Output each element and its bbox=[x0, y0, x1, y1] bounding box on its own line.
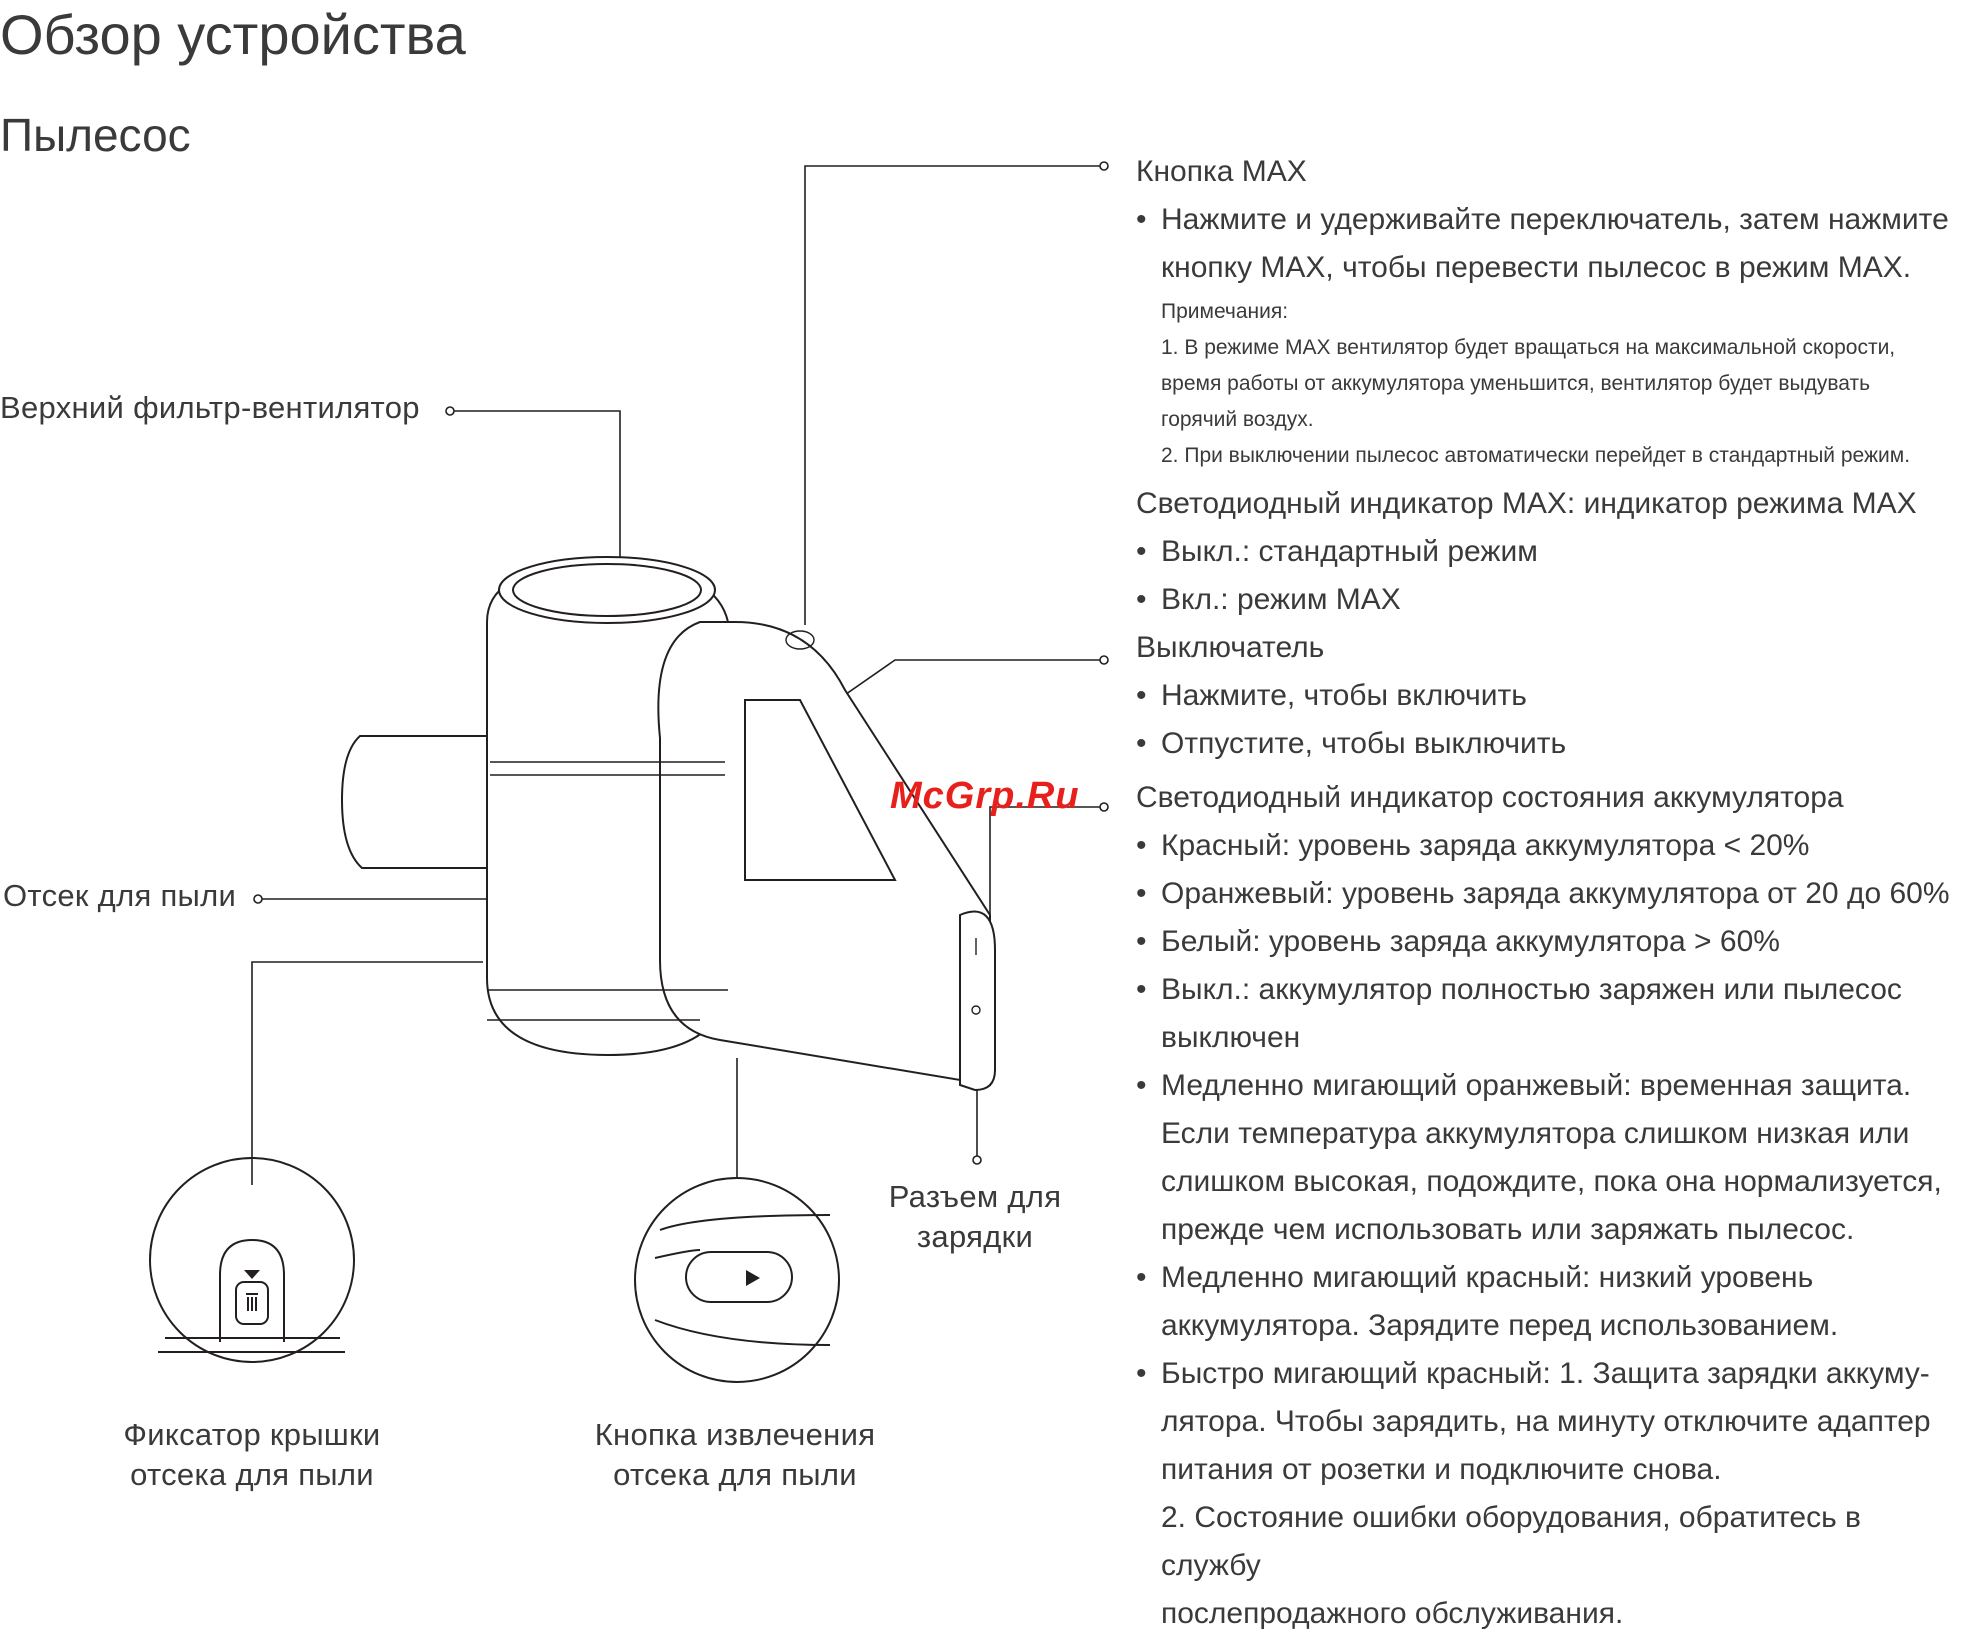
battery-led-title: Светодиодный индикатор состояния аккумул… bbox=[1136, 781, 1844, 814]
bullet-icon: • bbox=[1136, 829, 1147, 862]
bullet-icon: • bbox=[1136, 535, 1147, 568]
bullet-icon: • bbox=[1136, 727, 1147, 760]
section-subtitle: Пылесос bbox=[0, 109, 191, 161]
bullet-icon: • bbox=[1136, 1357, 1147, 1390]
list-item: • Нажмите и удерживайте переключатель, з… bbox=[1136, 196, 1964, 292]
bullet-icon: • bbox=[1136, 203, 1147, 236]
description-panel: Кнопка MAX • Нажмите и удерживайте перек… bbox=[1136, 148, 1964, 1638]
dust-bin-label: Отсек для пыли bbox=[3, 878, 237, 913]
max-button-title: Кнопка MAX bbox=[1136, 155, 1307, 188]
bullet-icon: • bbox=[1136, 973, 1147, 1006]
list-item: • Белый: уровень заряда аккумулятора > 6… bbox=[1136, 918, 1964, 966]
watermark: McGrp.Ru bbox=[890, 775, 1080, 817]
list-item: • Нажмите, чтобы включить bbox=[1136, 672, 1964, 720]
bullet-icon: • bbox=[1136, 679, 1147, 712]
note-2: 2. При выключении пылесос автоматически … bbox=[1161, 444, 1911, 467]
list-item: • Выкл.: аккумулятор полностью заряжен и… bbox=[1136, 966, 1964, 1062]
switch-title: Выключатель bbox=[1136, 631, 1325, 664]
vacuum-illustration bbox=[149, 161, 1109, 1383]
bullet-icon: • bbox=[1136, 925, 1147, 958]
list-item: • Быстро мигающий красный: 1. Защита зар… bbox=[1136, 1350, 1964, 1638]
bullet-icon: • bbox=[1136, 583, 1147, 616]
charging-port-label: Разъем для зарядки bbox=[888, 1179, 1062, 1254]
list-item: • Выкл.: стандартный режим bbox=[1136, 528, 1964, 576]
bin-latch-label: Фиксатор крышки отсека для пыли bbox=[123, 1417, 381, 1492]
bullet-icon: • bbox=[1136, 877, 1147, 910]
page-title: Обзор устройства bbox=[0, 3, 466, 66]
list-item: • Оранжевый: уровень заряда аккумулятора… bbox=[1136, 870, 1964, 918]
list-item: • Медленно мигающий оранжевый: временная… bbox=[1136, 1062, 1964, 1254]
bullet-icon: • bbox=[1136, 1261, 1147, 1294]
max-led-title: Светодиодный индикатор MAX: индикатор ре… bbox=[1136, 487, 1917, 520]
top-filter-label: Верхний фильтр-вентилятор bbox=[0, 390, 420, 425]
bullet-icon: • bbox=[1136, 1069, 1147, 1102]
list-item: • Красный: уровень заряда аккумулятора <… bbox=[1136, 822, 1964, 870]
notes-title: Примечания: bbox=[1161, 300, 1289, 323]
list-item: • Вкл.: режим MAX bbox=[1136, 576, 1964, 624]
note-1: 1. В режиме MAX вентилятор будет вращать… bbox=[1161, 336, 1896, 431]
list-item: • Медленно мигающий красный: низкий уров… bbox=[1136, 1254, 1964, 1350]
list-item: • Отпустите, чтобы выключить bbox=[1136, 720, 1964, 768]
bin-release-label: Кнопка извлечения отсека для пыли bbox=[594, 1417, 876, 1492]
